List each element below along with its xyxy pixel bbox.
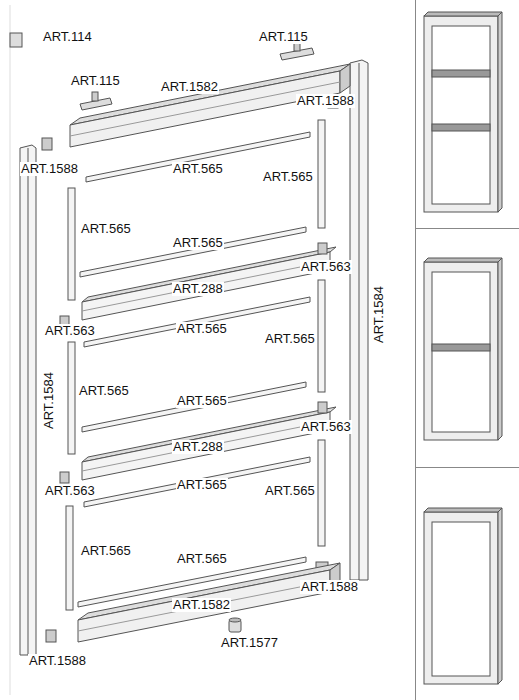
part-label: ART.565 bbox=[176, 552, 228, 566]
part-label: ART.115 bbox=[70, 74, 121, 88]
part-label: ART.565 bbox=[78, 384, 130, 398]
part-label: ART.1577 bbox=[220, 636, 279, 650]
part-label: ART.1584 bbox=[372, 285, 386, 344]
part-label: ART.565 bbox=[172, 236, 224, 250]
part-label: ART.563 bbox=[300, 420, 352, 434]
part-label: ART.1584 bbox=[42, 371, 56, 430]
part-label: ART.565 bbox=[176, 322, 228, 336]
part-label: ART.565 bbox=[264, 484, 316, 498]
part-label: ART.1582 bbox=[160, 80, 219, 94]
part-label: ART.288 bbox=[172, 282, 224, 296]
part-label: ART.1588 bbox=[28, 654, 87, 668]
part-label: ART.1582 bbox=[172, 598, 231, 612]
part-label: ART.1588 bbox=[296, 94, 355, 108]
part-label: ART.565 bbox=[172, 162, 224, 176]
part-label: ART.1588 bbox=[20, 162, 79, 176]
part-label: ART.1588 bbox=[300, 580, 359, 594]
part-label: ART.288 bbox=[172, 440, 224, 454]
part-label: ART.115 bbox=[258, 30, 309, 44]
part-label: ART.565 bbox=[80, 222, 132, 236]
part-label: ART.565 bbox=[262, 170, 314, 184]
part-label: ART.563 bbox=[44, 324, 96, 338]
part-label: ART.565 bbox=[176, 394, 228, 408]
part-label: ART.114 bbox=[42, 30, 93, 44]
part-label: ART.565 bbox=[264, 332, 316, 346]
part-label: ART.563 bbox=[44, 484, 96, 498]
part-label: ART.565 bbox=[176, 478, 228, 492]
part-label: ART.563 bbox=[300, 260, 352, 274]
part-label: ART.565 bbox=[80, 544, 132, 558]
